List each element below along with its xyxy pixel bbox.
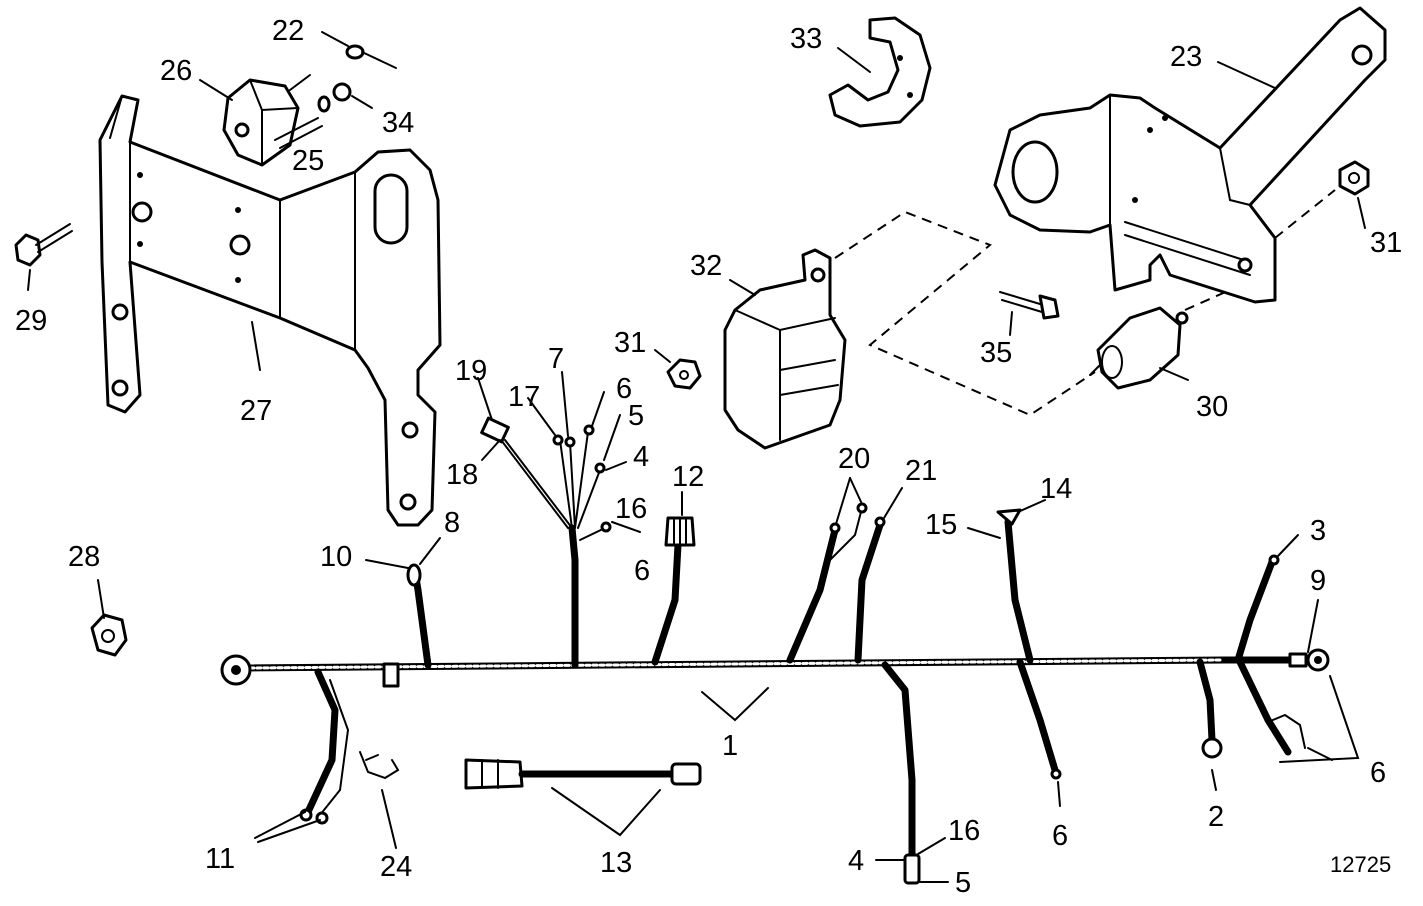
callout-20: 20 [838,443,870,475]
callout-6-right: 6 [1370,757,1386,789]
callout-15: 15 [925,509,957,541]
callout-34: 34 [382,107,414,139]
callout-28: 28 [68,541,100,573]
callout-35: 35 [980,337,1012,369]
solenoid-30 [1089,306,1189,390]
callout-29: 29 [15,305,47,337]
bolt-29 [14,223,73,267]
screw-22 [345,44,397,69]
callout-22: 22 [272,15,304,47]
assembly-lines [834,189,1336,417]
callout-4-top: 4 [633,441,649,473]
callout-5-top: 5 [628,400,644,432]
callout-16-top: 16 [615,493,647,525]
bracket-27 [98,94,442,527]
figure-id: 12725 [1330,852,1391,877]
nut-31-upper [1338,160,1370,196]
callout-33: 33 [790,23,822,55]
leader-lines [27,31,1366,883]
callout-7: 7 [548,343,564,375]
callout-31-left: 31 [614,327,646,359]
callout-12: 12 [672,461,704,493]
callout-16-bottom: 16 [948,815,980,847]
callout-6-top: 6 [616,373,632,405]
callout-25: 25 [292,145,324,177]
clamp-33 [828,16,932,128]
callout-3: 3 [1310,515,1326,547]
callout-18: 18 [446,459,478,491]
callout-14: 14 [1040,473,1072,505]
callout-4-bottom: 4 [848,845,864,877]
callout-31-right: 31 [1370,227,1402,259]
nut-31-middle [666,358,702,390]
callout-19: 19 [455,355,487,387]
nut-28 [90,613,128,657]
callout-labels: 22 26 34 25 29 27 33 23 31 32 31 35 30 1… [15,15,1402,899]
callout-11: 11 [205,843,235,875]
callout-8: 8 [444,507,460,539]
wiring-harness-1 [220,416,1330,885]
callout-21: 21 [905,455,937,487]
clip-24 [359,751,400,780]
callout-5-bottom: 5 [955,867,971,899]
callout-1: 1 [722,730,738,762]
callout-10: 10 [320,541,352,573]
callout-26: 26 [160,55,192,87]
switch-26 [222,74,323,167]
callout-13: 13 [600,847,632,879]
callout-30: 30 [1196,391,1228,423]
screw-35 [999,291,1060,320]
callout-32: 32 [690,250,722,282]
callout-24: 24 [380,851,412,883]
callout-17: 17 [508,381,540,413]
nut-34 [317,82,352,113]
callout-9: 9 [1310,565,1326,597]
callout-6-mid: 6 [634,555,650,587]
sensor-13 [464,758,702,790]
callout-6-bottom: 6 [1052,820,1068,852]
relay-32 [723,248,847,450]
callout-27: 27 [240,395,272,427]
callout-23: 23 [1170,41,1202,73]
callout-2: 2 [1208,801,1224,833]
